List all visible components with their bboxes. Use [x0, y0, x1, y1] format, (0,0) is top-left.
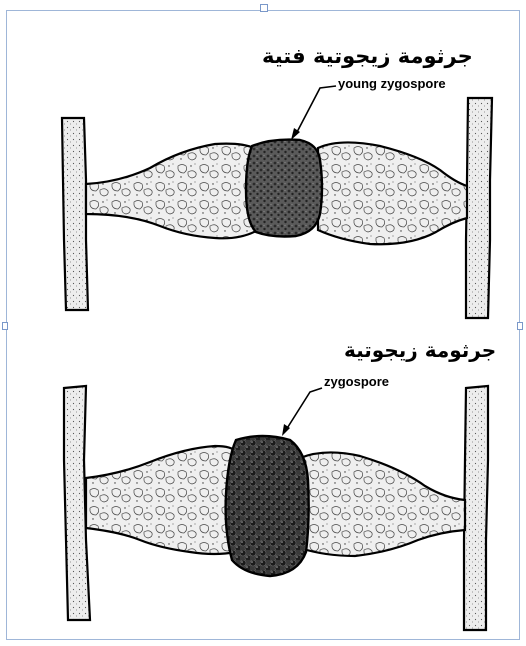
- zygospore-body: [226, 436, 309, 576]
- right-filament-bottom: [464, 386, 488, 630]
- right-gametangium-top: [318, 142, 467, 244]
- zygospore-arabic-label: جرثومة زيجوتية: [344, 338, 496, 362]
- right-filament-top: [466, 98, 492, 318]
- mature-zygospore-stage: [64, 386, 488, 630]
- zygospore-label: zygospore: [324, 374, 389, 389]
- young-zygospore-stage: [62, 86, 492, 318]
- left-gametangium-top: [86, 144, 258, 239]
- young-zygospore-body: [246, 140, 322, 237]
- young-zygospore-arabic-label: جرثومة زيجوتية فتية: [262, 44, 473, 68]
- zygospore-pointer: [286, 388, 322, 430]
- young-zygospore-pointer: [296, 86, 336, 134]
- young-zygospore-label: young zygospore: [338, 76, 446, 91]
- right-gametangium-bottom: [300, 452, 465, 556]
- left-gametangium-bottom: [86, 446, 236, 554]
- left-filament-top: [62, 118, 88, 310]
